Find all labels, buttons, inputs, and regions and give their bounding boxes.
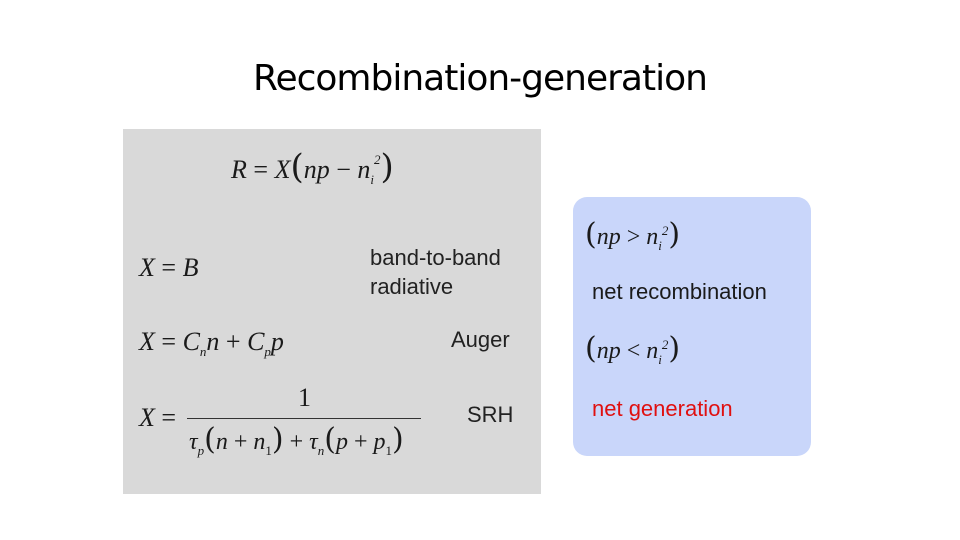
main-rate-equation: R = X(np − ni2) bbox=[231, 147, 394, 188]
auger-coefficient-equation: X = Cnn + Cpp bbox=[139, 327, 284, 360]
radiative-coefficient-equation: X = B bbox=[139, 253, 199, 282]
slide-title: Recombination-generation bbox=[253, 58, 708, 99]
srh-coefficient-lhs: X = bbox=[139, 403, 177, 432]
fraction-bar bbox=[187, 418, 421, 419]
net-recombination-label: net recombination bbox=[592, 279, 767, 304]
condition-np-greater: (np > ni2) bbox=[585, 217, 681, 253]
condition-np-less: (np < ni2) bbox=[585, 331, 681, 367]
net-generation-label: net generation bbox=[592, 396, 733, 421]
rate-equations-panel: R = X(np − ni2) X = B band-to-band radia… bbox=[123, 129, 541, 494]
radiative-label: band-to-band radiative bbox=[370, 245, 501, 299]
auger-label: Auger bbox=[451, 327, 510, 352]
net-rate-panel: (np > ni2) net recombination (np < ni2) … bbox=[573, 197, 811, 456]
srh-numerator: 1 bbox=[298, 383, 311, 412]
srh-denominator: τp(n + n1) + τn(p + p1) bbox=[189, 422, 404, 458]
srh-label: SRH bbox=[467, 402, 514, 427]
